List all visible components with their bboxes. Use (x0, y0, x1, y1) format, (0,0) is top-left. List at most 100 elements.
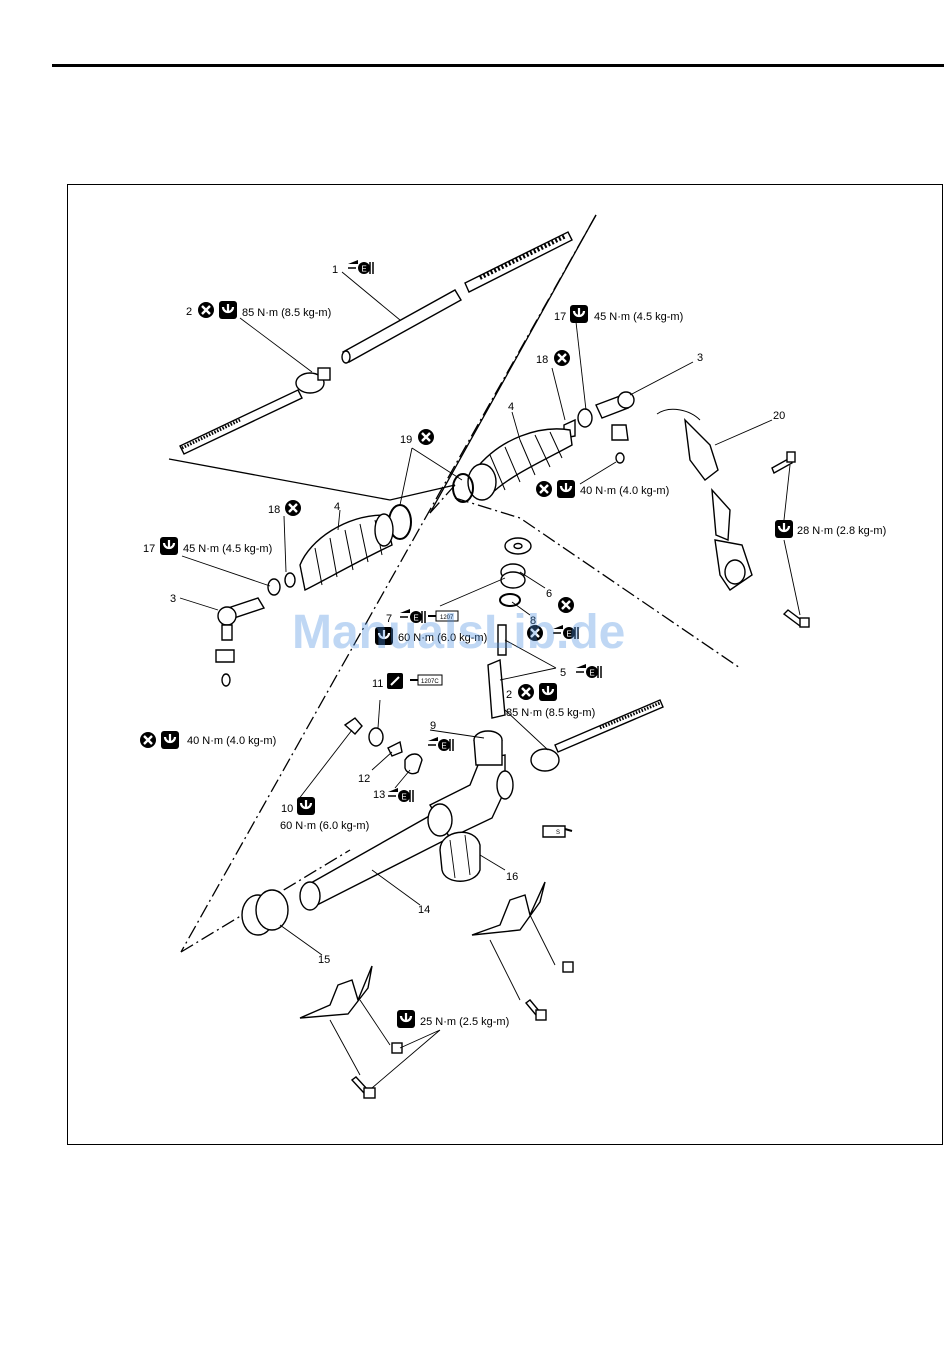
callout-9: 9 (428, 720, 453, 751)
svg-text:45 N·m (4.5 kg-m): 45 N·m (4.5 kg-m) (183, 543, 272, 555)
mount-clamp-right (472, 882, 545, 935)
svg-text:40 N·m (4.0 kg-m): 40 N·m (4.0 kg-m) (580, 485, 669, 497)
svg-text:12: 12 (358, 773, 370, 785)
svg-text:17: 17 (143, 543, 155, 555)
mount-clamp-left (300, 966, 372, 1018)
boot-left (300, 514, 393, 590)
joint-bolt-upper (772, 452, 795, 473)
clamp-bolt-right (526, 1000, 546, 1020)
svg-text:15: 15 (318, 954, 330, 966)
torque-wrench-icon (161, 731, 179, 749)
leader-19 (400, 448, 462, 505)
callout-40-top: 40 N·m (4.0 kg-m) (536, 480, 669, 498)
torque-wrench-icon (160, 537, 178, 555)
callout-28: 28 N·m (2.8 kg-m) (775, 520, 886, 538)
rack-shaft (342, 232, 572, 363)
torque-wrench-icon (557, 480, 575, 498)
svg-text:3: 3 (170, 593, 176, 605)
leader-40-top (580, 462, 616, 484)
crossed-circle-icon (285, 500, 301, 516)
leader-17-top (576, 322, 586, 410)
crossed-circle-icon (198, 302, 214, 318)
leader-14 (372, 870, 420, 905)
callout-14: 14 (418, 904, 430, 916)
svg-text:4: 4 (334, 501, 340, 513)
leader-2-top (240, 318, 312, 372)
leader-17-left (182, 556, 270, 586)
callout-5: 5 (560, 664, 601, 679)
leader-28 (784, 465, 800, 615)
svg-text:45 N·m (4.5 kg-m): 45 N·m (4.5 kg-m) (594, 311, 683, 323)
grease-gun-icon (576, 664, 601, 678)
svg-text:6: 6 (546, 588, 552, 600)
tie-rod-end-right (596, 392, 634, 463)
mount-bushing (440, 832, 480, 881)
torque-wrench-icon (775, 520, 793, 538)
callout-3-top: 3 (697, 352, 703, 364)
callout-4-top: 4 (508, 401, 514, 413)
leader-12 (372, 752, 392, 770)
leader-9 (430, 730, 484, 738)
svg-text:18: 18 (536, 354, 548, 366)
callout-sealant: S (556, 830, 560, 836)
watermark: ManualsLib.de (292, 606, 625, 659)
svg-text:25 N·m (2.5 kg-m): 25 N·m (2.5 kg-m) (420, 1016, 509, 1028)
callout-20: 20 (773, 410, 785, 422)
leader-7 (440, 578, 505, 606)
grommet (242, 890, 288, 935)
leader-25 (372, 1030, 440, 1088)
leader-3-top (630, 362, 693, 395)
crossed-circle-icon (140, 732, 156, 748)
callout-3-left: 3 (170, 593, 176, 605)
leader-1 (342, 272, 400, 320)
callout-1: 1 (332, 260, 373, 276)
group-outline-dash (181, 485, 740, 952)
leader-15 (280, 925, 322, 955)
leader-13 (395, 770, 410, 788)
svg-text:13: 13 (373, 789, 385, 801)
leader-18-top (552, 368, 565, 420)
svg-text:10: 10 (281, 803, 293, 815)
callout-15: 15 (318, 954, 330, 966)
callout-2-bottom: 2 85 N·m (8.5 kg-m) (506, 683, 595, 719)
leader-10 (298, 730, 352, 800)
svg-text:20: 20 (773, 410, 785, 422)
svg-text:S: S (556, 830, 560, 836)
callout-13: 13 (373, 788, 413, 802)
svg-text:19: 19 (400, 434, 412, 446)
callout-18-top: 18 (536, 350, 570, 366)
callout-19: 19 (400, 429, 434, 446)
clamp-bolt-left (352, 1077, 375, 1098)
svg-text:17: 17 (554, 311, 566, 323)
crossed-circle-icon (536, 481, 552, 497)
steering-universal-joint (657, 409, 752, 590)
callout-2-top: 2 85 N·m (8.5 kg-m) (186, 301, 331, 319)
svg-text:85 N·m (8.5 kg-m): 85 N·m (8.5 kg-m) (506, 707, 595, 719)
svg-text:16: 16 (506, 871, 518, 883)
callout-25: 25 N·m (2.5 kg-m) (397, 1010, 509, 1028)
callout-11: 11 1207C (372, 673, 442, 690)
svg-text:28 N·m (2.8 kg-m): 28 N·m (2.8 kg-m) (797, 525, 886, 537)
adjuster-parts (345, 718, 422, 774)
grease-gun-icon (428, 737, 453, 751)
crossed-circle-icon (418, 429, 434, 445)
torque-wrench-icon (570, 305, 588, 323)
torque-wrench-icon (397, 1010, 415, 1028)
leader-11 (378, 700, 380, 728)
callout-18-left: 18 (268, 500, 301, 516)
callout-10: 10 60 N·m (6.0 kg-m) (280, 797, 369, 832)
svg-text:14: 14 (418, 904, 430, 916)
callout-12: 12 (358, 773, 370, 785)
callout-16: 16 (506, 871, 518, 883)
joint-bolt-lower (784, 610, 809, 627)
svg-text:11: 11 (372, 678, 383, 690)
svg-text:40 N·m (4.0 kg-m): 40 N·m (4.0 kg-m) (187, 735, 276, 747)
svg-text:1: 1 (332, 264, 338, 276)
torque-wrench-icon (297, 797, 315, 815)
crossed-circle-icon (518, 684, 534, 700)
torque-wrench-icon (219, 301, 237, 319)
grease-gun-icon (388, 788, 413, 802)
sealant-applicator-icon (387, 673, 403, 689)
clamp-nut-right (563, 962, 573, 972)
